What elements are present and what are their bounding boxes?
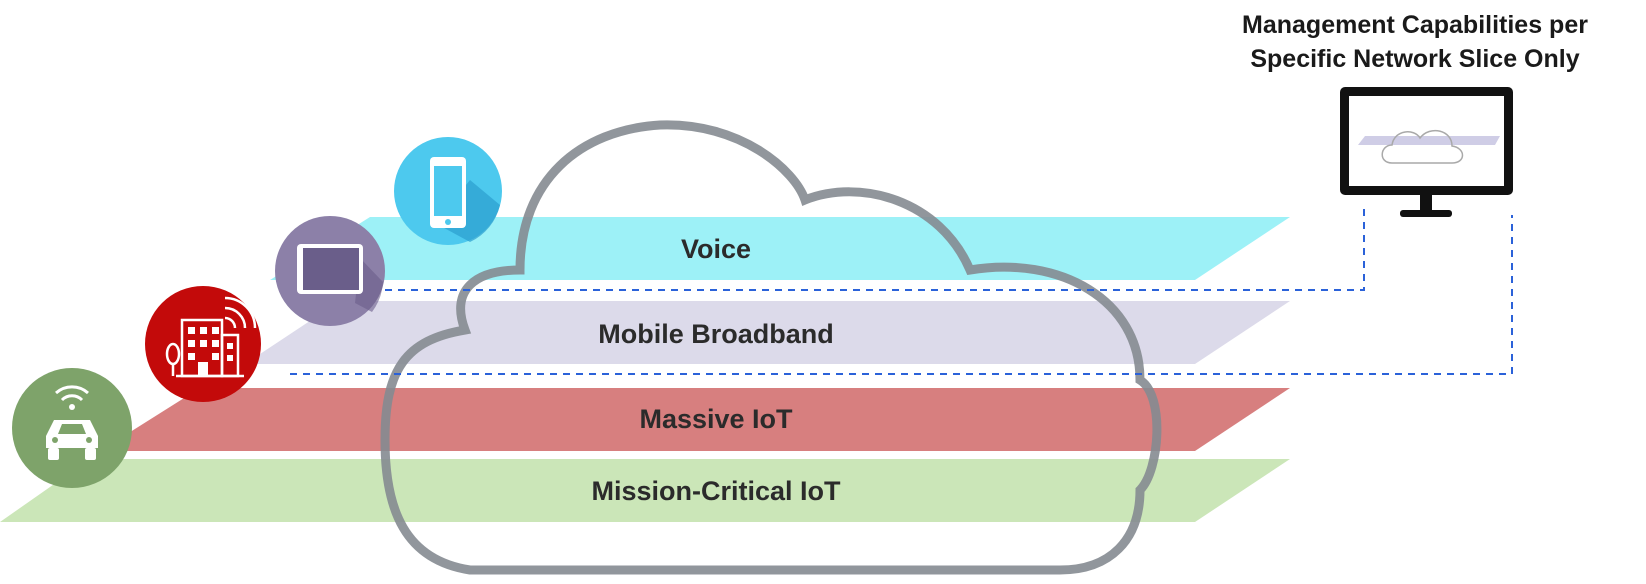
management-caption-line1: Management Capabilities per — [1242, 11, 1588, 39]
slice-label-massive-iot: Massive IoT — [639, 404, 793, 434]
cloud-outline — [380, 120, 1162, 575]
tablet-icon — [275, 216, 385, 326]
dashed-connector-voice — [385, 205, 1365, 291]
management-caption: Management Capabilities per Specific Net… — [1190, 8, 1640, 76]
slice-label-voice: Voice — [681, 234, 751, 264]
slice-label-mobile-broadband: Mobile Broadband — [598, 319, 834, 349]
connected-car-icon — [12, 368, 132, 488]
management-monitor-icon — [1340, 87, 1513, 217]
slice-plane-massive-iot — [100, 388, 1290, 451]
smartphone-icon — [394, 137, 502, 245]
slice-plane-mobile-broadband — [245, 301, 1290, 364]
management-caption-line2: Specific Network Slice Only — [1250, 45, 1580, 73]
dashed-connector-mobile-broadband — [290, 215, 1513, 375]
smart-building-icon — [145, 286, 261, 402]
slice-plane-mission-critical-iot — [0, 459, 1290, 522]
slice-label-mission-critical-iot: Mission-Critical IoT — [591, 476, 841, 506]
